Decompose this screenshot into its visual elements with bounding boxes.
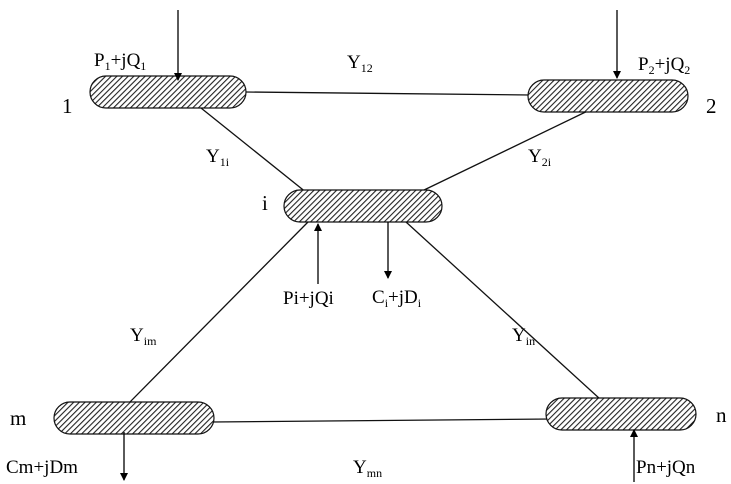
admittance-yim-label: Yim bbox=[130, 325, 157, 348]
bus-i-load-label: Ci+jDi bbox=[372, 287, 422, 310]
bus-1-injection-label: P1+jQ1 bbox=[94, 50, 146, 73]
bus-1-number: 1 bbox=[62, 94, 73, 118]
bus-m-bar bbox=[53, 401, 215, 435]
line-1-2 bbox=[245, 91, 531, 96]
bus-2-injection-label: P2+jQ2 bbox=[638, 54, 690, 77]
bus-m-number: m bbox=[10, 406, 26, 430]
admittance-yin-label: Yin bbox=[512, 325, 535, 348]
bus-n-number: n bbox=[716, 403, 727, 427]
line-i-m bbox=[125, 221, 309, 407]
line-2-i bbox=[421, 105, 599, 192]
admittance-y1i-label: Y1i bbox=[206, 146, 230, 169]
bus-m-load-label: Cm+jDm bbox=[6, 457, 78, 478]
line-i-n bbox=[405, 221, 601, 400]
admittance-y2i-label: Y2i bbox=[528, 146, 552, 169]
line-m-n bbox=[211, 418, 553, 423]
bus-i-bar bbox=[283, 189, 443, 223]
bus-n-generation-label: Pn+jQn bbox=[636, 457, 696, 478]
bus-i-generation-label: Pi+jQi bbox=[283, 288, 334, 309]
admittance-y12-label: Y12 bbox=[347, 52, 373, 75]
bus-1-bar bbox=[89, 75, 247, 109]
bus-2-number: 2 bbox=[706, 94, 717, 118]
bus-n-bar bbox=[545, 397, 697, 431]
bus-2-bar bbox=[527, 79, 689, 113]
admittance-ymn-label: Ymn bbox=[353, 457, 382, 480]
line-1-i bbox=[195, 103, 308, 194]
bus-i-number: i bbox=[262, 191, 268, 215]
